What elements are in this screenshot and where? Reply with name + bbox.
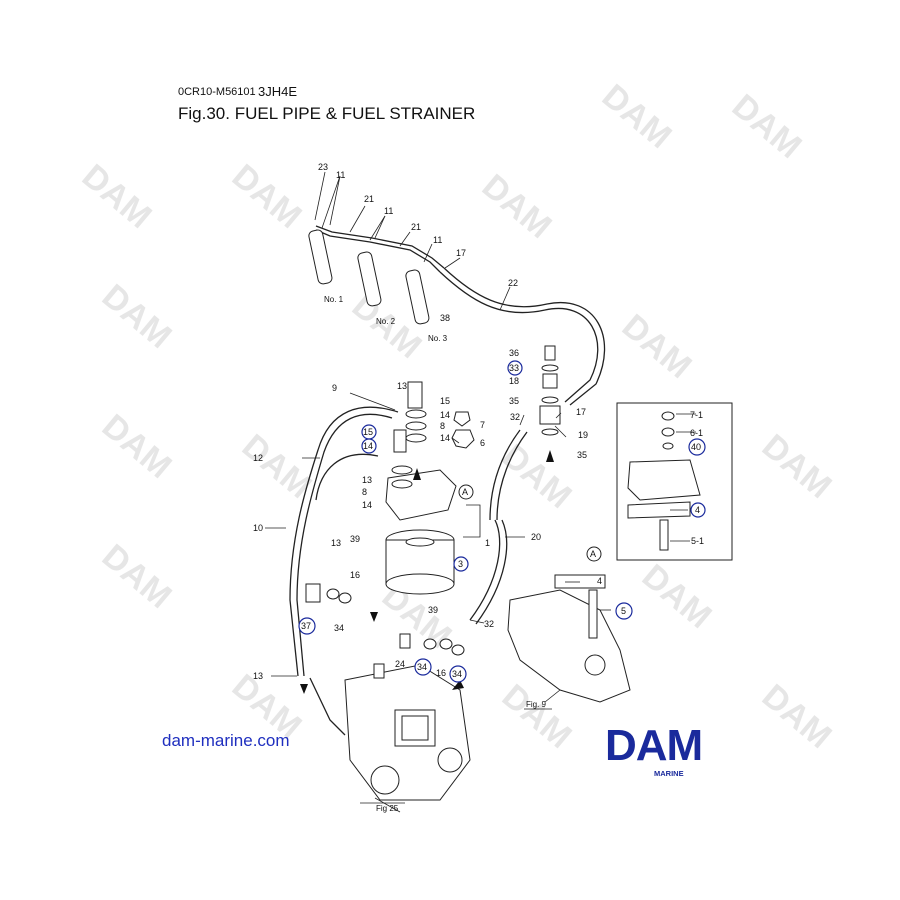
part-label: 4 <box>597 576 602 586</box>
part-label: 36 <box>509 348 519 358</box>
engine-model: 3JH4E <box>258 84 298 99</box>
part-label: 20 <box>531 532 541 542</box>
injection-pump <box>305 583 471 813</box>
part-label: 6-1 <box>690 428 703 438</box>
watermark: DAM <box>225 157 309 236</box>
cylinder-3-caption: No. 3 <box>428 334 448 343</box>
engine-bracket <box>507 574 631 710</box>
document-code: 0CR10-M56101 <box>178 86 256 98</box>
part-label: 32 <box>510 412 520 422</box>
part-label: 11 <box>384 206 393 216</box>
part-label: 12 <box>253 453 263 463</box>
cylinder-2-caption: No. 2 <box>376 317 396 326</box>
brand-logo: DAM MARINE <box>605 724 737 786</box>
watermark: DAM <box>755 677 839 756</box>
highlighted-label: 34 <box>417 662 427 672</box>
part-label: 39 <box>428 605 438 615</box>
watermark: DAM <box>725 87 809 166</box>
watermark: DAM <box>635 557 719 636</box>
highlighted-labels: 33 15 14 3 37 34 34 34 5 4 40 <box>298 360 706 683</box>
part-label: 11 <box>433 235 442 245</box>
part-label: 1 <box>485 538 490 548</box>
part-label: 16 <box>350 570 360 580</box>
part-label: 13 <box>253 671 263 681</box>
fuel-pipes <box>289 406 528 736</box>
part-label: 16 <box>436 668 446 678</box>
watermark: DAM <box>235 427 319 506</box>
part-label: 6 <box>480 438 485 448</box>
part-label: 11 <box>336 170 345 180</box>
watermark: DAM <box>755 427 839 506</box>
highlighted-label: 33 <box>509 363 519 373</box>
part-label: 9 <box>332 383 337 393</box>
part-label: 22 <box>508 278 518 288</box>
part-label: 13 <box>362 475 372 485</box>
highlighted-label: 4 <box>695 505 700 515</box>
watermark: DAM <box>595 77 679 156</box>
part-label: 21 <box>411 222 421 232</box>
fig-25-caption: Fig 25 <box>376 804 399 813</box>
part-label: 32 <box>484 619 494 629</box>
part-label: 17 <box>456 248 466 258</box>
highlighted-label: 14 <box>363 441 373 451</box>
watermark: DAM <box>75 157 159 236</box>
injection-nozzles <box>308 225 606 406</box>
part-label: 39 <box>350 534 360 544</box>
part-label: 18 <box>509 376 519 386</box>
watermark: DAM <box>95 407 179 486</box>
part-label: 35 <box>509 396 519 406</box>
part-label: 14 <box>440 410 450 420</box>
highlighted-label: 3 <box>458 559 463 569</box>
highlighted-label: 15 <box>363 427 373 437</box>
part-label: 8 <box>362 487 367 497</box>
part-label: 21 <box>364 194 374 204</box>
detail-inset <box>616 402 733 561</box>
fig-9-caption: Fig. 9 <box>526 700 547 709</box>
part-label: 23 <box>318 162 328 172</box>
part-label: 17 <box>576 407 586 417</box>
part-labels: 23 11 21 11 21 11 17 22 38 36 18 35 17 3… <box>253 162 704 681</box>
highlighted-label: 34 <box>452 669 462 679</box>
captions: No. 1 No. 2 No. 3 Fig. 9 Fig 25 <box>324 295 547 813</box>
watermark: DAM <box>95 537 179 616</box>
watermark: DAM <box>95 277 179 356</box>
highlighted-label: 37 <box>301 621 311 631</box>
watermark: DAM <box>475 167 559 246</box>
highlighted-label: 5 <box>621 606 626 616</box>
part-label: 14 <box>440 433 450 443</box>
cylinder-1-caption: No. 1 <box>324 295 344 304</box>
reference-mark-a: A <box>590 549 596 559</box>
part-label: 8 <box>440 421 445 431</box>
reference-mark-a: A <box>462 487 468 497</box>
part-label: 14 <box>362 500 372 510</box>
flow-arrows <box>300 450 554 694</box>
part-label: 13 <box>397 381 407 391</box>
watermark: DAM <box>615 307 699 386</box>
part-label: 7 <box>480 420 485 430</box>
part-label: 13 <box>331 538 341 548</box>
website-link[interactable]: dam-marine.com <box>162 731 290 750</box>
fuel-strainer <box>385 381 475 595</box>
part-label: 19 <box>578 430 588 440</box>
highlighted-label: 40 <box>691 442 701 452</box>
fittings <box>539 345 561 436</box>
part-label: 38 <box>440 313 450 323</box>
logo-wordmark: DAM <box>605 721 703 770</box>
part-label: 5-1 <box>691 536 704 546</box>
logo-subtitle: MARINE <box>654 769 684 778</box>
part-label: 24 <box>395 659 405 669</box>
part-label: 7-1 <box>690 410 703 420</box>
page-title: Fig.30. FUEL PIPE & FUEL STRAINER <box>178 104 476 123</box>
part-label: 10 <box>253 523 263 533</box>
part-label: 34 <box>334 623 344 633</box>
part-label: 35 <box>577 450 587 460</box>
part-label: 15 <box>440 396 450 406</box>
